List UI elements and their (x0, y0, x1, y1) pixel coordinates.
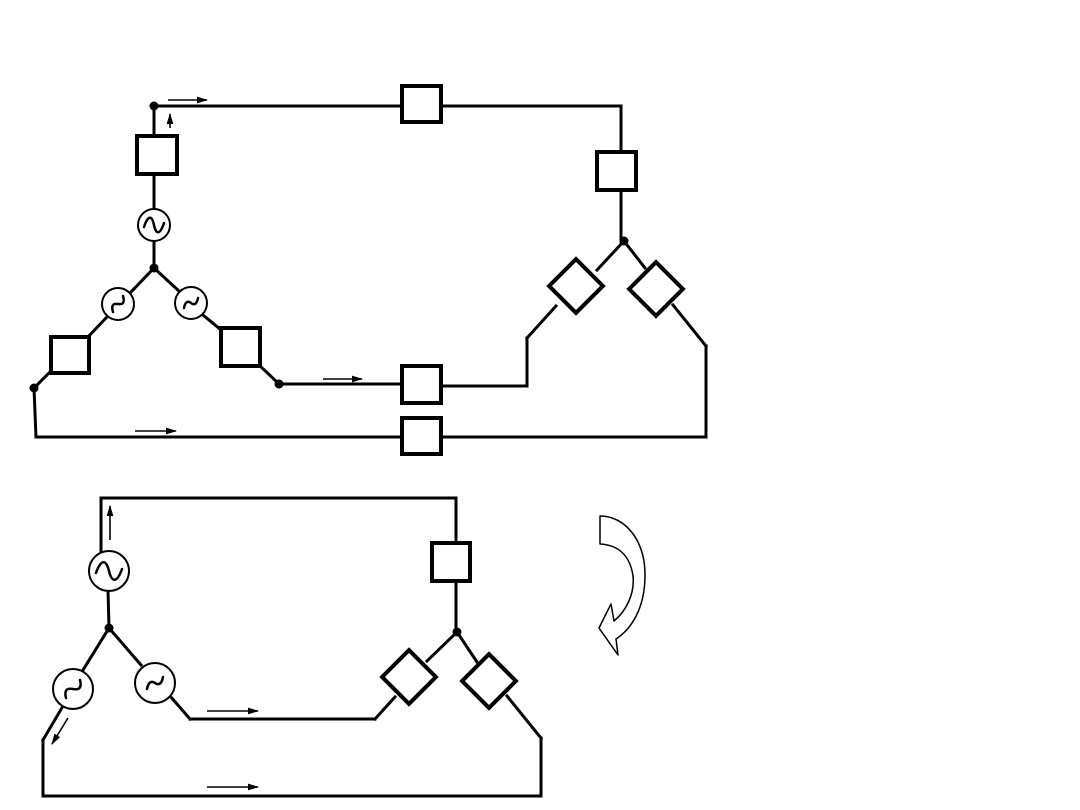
source-icon (88, 550, 130, 592)
impedance-box (400, 84, 443, 124)
impedance-box (595, 150, 638, 192)
impedance-box (49, 335, 91, 375)
bottom-wires (40, 496, 544, 798)
neutral-node (104, 623, 114, 633)
load-impedance-box (459, 651, 519, 711)
load-neutral-node (452, 627, 462, 637)
impedance-box (135, 134, 179, 176)
load-impedance-box (546, 256, 606, 316)
source-icon (101, 287, 135, 321)
load-impedance-box (379, 647, 439, 707)
source-icon (52, 668, 94, 710)
node (29, 383, 39, 393)
node (274, 379, 284, 389)
impedance-box (430, 541, 472, 583)
impedance-box (400, 416, 443, 456)
neutral-node (149, 263, 159, 273)
current-arrow (51, 717, 69, 745)
top-wires (31, 104, 709, 439)
source-icon (137, 208, 171, 242)
load-neutral-node (619, 236, 629, 246)
curved-arrow-icon (598, 515, 646, 656)
load-impedance-box (626, 259, 686, 319)
source-icon (174, 286, 208, 320)
impedance-box (219, 326, 262, 368)
node (149, 101, 159, 111)
top-circuit (29, 84, 709, 456)
impedance-box (400, 364, 443, 405)
source-icon (134, 662, 176, 704)
bottom-circuit (40, 496, 544, 798)
